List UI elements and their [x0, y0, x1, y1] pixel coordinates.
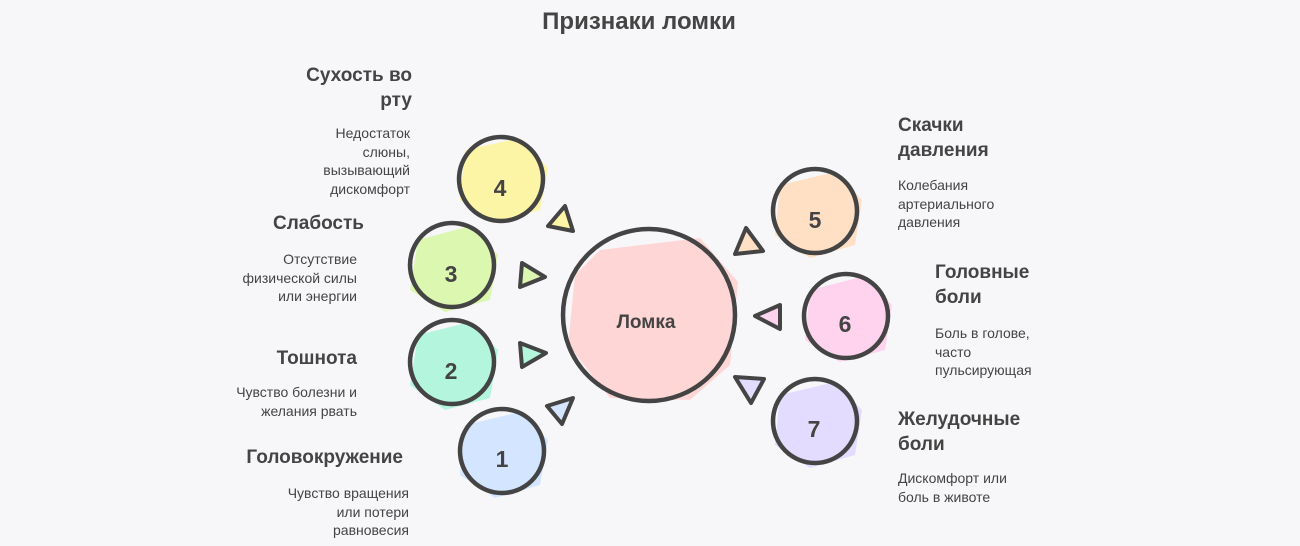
node-5-circle — [770, 166, 860, 256]
description-6: Боль в голове, часто пульсирующая — [935, 325, 1032, 378]
arrow-3 — [518, 261, 547, 289]
label-5: Скачки давления — [898, 115, 989, 161]
description-5: Колебания артериального давления — [898, 177, 995, 230]
node-4: 4 — [456, 134, 548, 224]
center-node: Ломка — [560, 226, 738, 404]
node-5: 5 — [770, 166, 862, 258]
node-7-circle — [770, 376, 860, 466]
node-7: 7 — [770, 376, 862, 468]
label-4: Сухость во рту — [306, 65, 412, 111]
description-3: Отсутствие физической силы или энергии — [242, 251, 358, 304]
diagram-title: Признаки ломки — [542, 8, 736, 35]
node-5-fill — [775, 172, 862, 258]
center-fill — [568, 238, 738, 400]
node-2-circle — [407, 317, 497, 407]
node-6-fill — [805, 276, 892, 362]
node-6-circle — [801, 271, 891, 361]
description-4: Недостаток слюны, вызывающий дискомфорт — [323, 125, 410, 197]
node-3-fill — [410, 226, 498, 312]
node-1-fill — [460, 412, 548, 498]
node-3-number: 3 — [445, 261, 458, 287]
node-7-fill — [775, 382, 862, 468]
node-1-circle — [457, 406, 547, 496]
node-6-number: 6 — [839, 311, 852, 337]
label-3: Слабость — [272, 213, 364, 234]
arrow-6 — [753, 303, 782, 331]
arrow-2 — [518, 341, 548, 369]
label-6: Головные боли — [935, 262, 1030, 308]
node-7-number: 7 — [808, 416, 821, 442]
arrow-7 — [733, 375, 766, 405]
node-4-number: 4 — [494, 175, 507, 201]
center-label: Ломка — [617, 312, 676, 333]
node-4-fill — [460, 138, 548, 222]
node-1-number: 1 — [496, 446, 509, 472]
node-2-number: 2 — [445, 358, 458, 384]
node-1: 1 — [457, 406, 548, 498]
arrow-1 — [545, 396, 575, 426]
center-circle — [560, 226, 738, 404]
node-2-fill — [410, 322, 498, 410]
description-7: Дискомфорт или боль в животе — [898, 470, 1007, 505]
node-3-circle — [407, 220, 497, 310]
node-2: 2 — [407, 317, 498, 410]
arrow-5 — [733, 226, 765, 256]
node-4-circle — [456, 134, 546, 224]
description-2: Чувство болезни и желания рвать — [236, 384, 357, 419]
arrow-4 — [546, 204, 575, 233]
node-6: 6 — [801, 271, 892, 362]
label-1: Головокружение — [246, 447, 403, 468]
label-2: Тошнота — [276, 348, 357, 369]
label-7: Желудочные боли — [898, 409, 1021, 455]
description-1: Чувство вращения или потери равновесия — [287, 485, 409, 538]
node-5-number: 5 — [809, 207, 822, 233]
node-3: 3 — [407, 220, 498, 312]
